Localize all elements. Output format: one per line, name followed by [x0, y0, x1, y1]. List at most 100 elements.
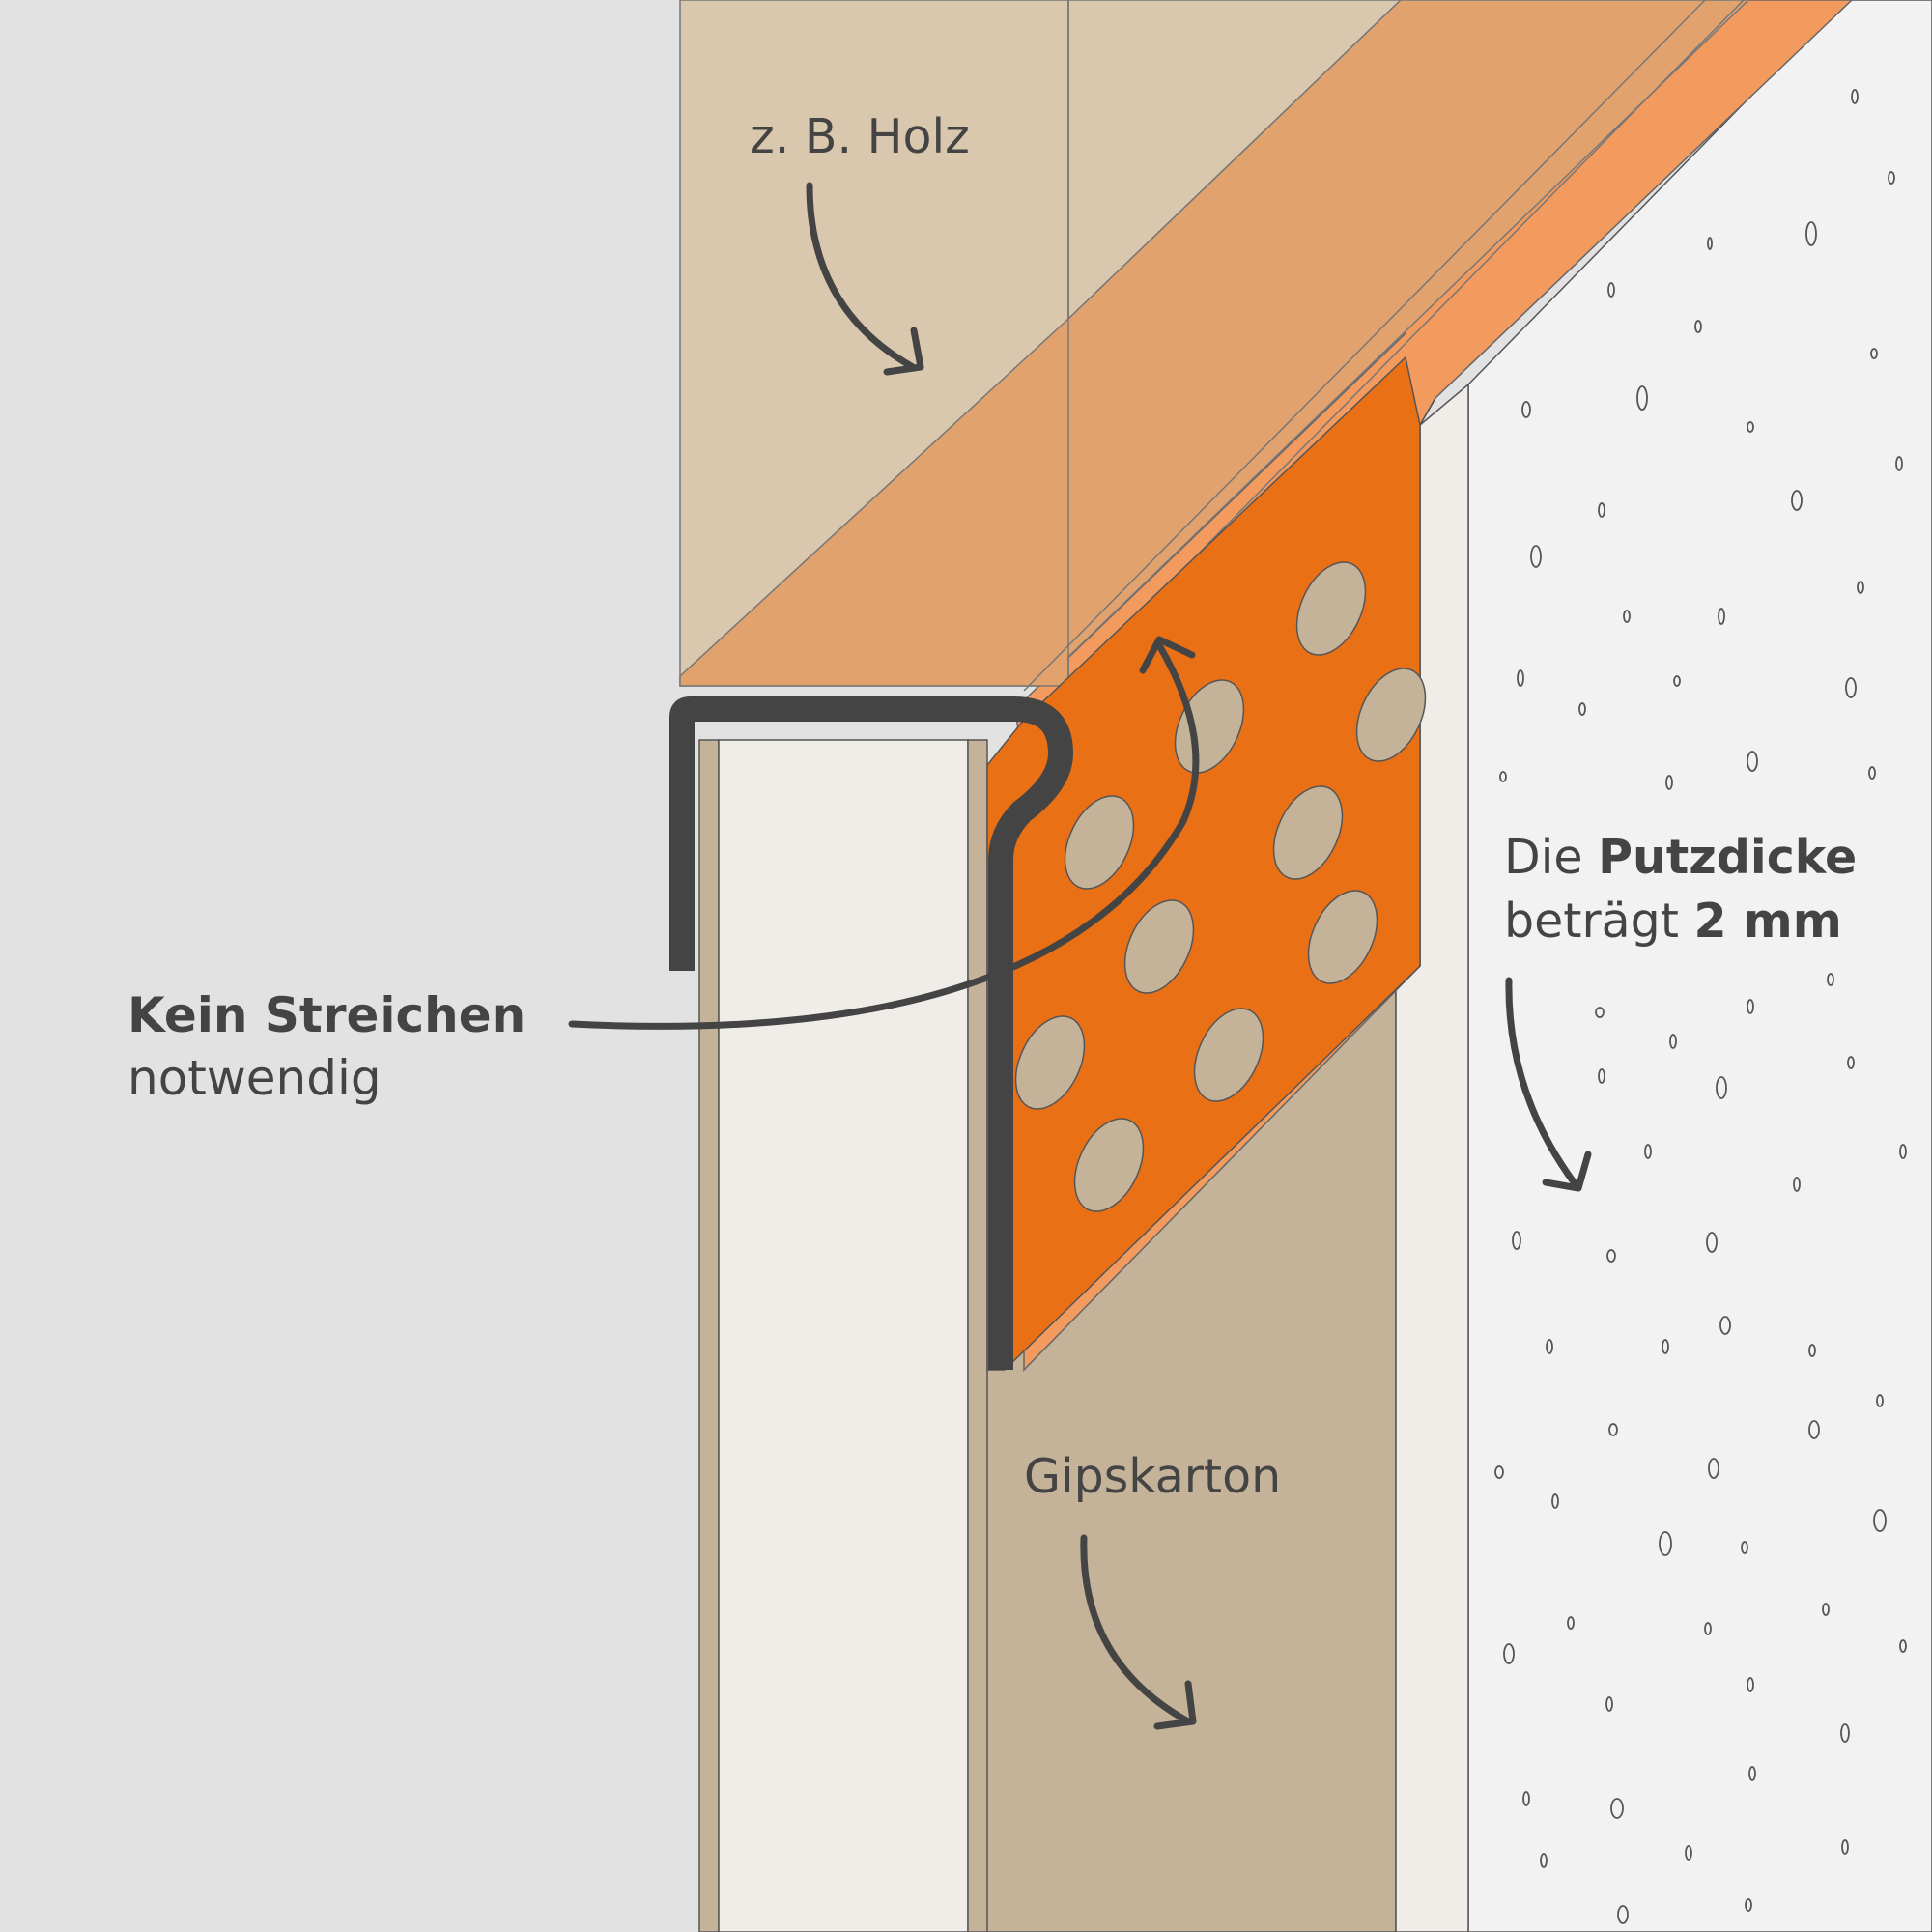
plaster-grain	[1899, 1144, 1907, 1159]
plaster-grain	[1873, 1509, 1887, 1532]
plaster-grain	[1521, 401, 1531, 418]
mesh-hole	[1272, 785, 1344, 880]
mesh-hole	[1014, 1015, 1086, 1110]
plaster-grain	[1741, 1541, 1748, 1554]
plaster-grain	[1567, 1616, 1575, 1630]
plaster-grain	[1719, 1316, 1731, 1335]
plaster-grain	[1747, 999, 1754, 1014]
mesh-hole	[1123, 899, 1195, 994]
plaster-grain	[1644, 1144, 1652, 1159]
plaster-grain	[1610, 1798, 1624, 1819]
board-back-layer	[698, 739, 720, 1932]
plaster-grain	[1608, 1423, 1618, 1436]
plaster-grain	[1706, 1232, 1718, 1253]
plaster-line-2-pre: beträgt	[1504, 894, 1694, 949]
plaster-grain	[1665, 775, 1673, 790]
plaster-grain	[1540, 1853, 1548, 1868]
mesh-hole	[1064, 795, 1135, 890]
plaster-grain	[1623, 610, 1631, 623]
plaster-grain	[1598, 502, 1605, 518]
curved-arrow-down-right-icon	[1080, 1534, 1197, 1730]
plaster-grain	[1748, 1766, 1756, 1781]
plaster-grain	[1840, 1723, 1850, 1743]
plaster-grain	[1857, 581, 1864, 594]
curved-arrow-down-icon	[1505, 977, 1592, 1192]
profile-crease-1	[1023, 0, 1706, 692]
plaster-grain	[1718, 608, 1725, 625]
plaster-grain	[1595, 1007, 1605, 1018]
mesh-hole	[1073, 1118, 1145, 1212]
plaster-grain	[1808, 1420, 1820, 1439]
plaster-grain	[1494, 1465, 1504, 1479]
plaster-grain	[1636, 385, 1648, 411]
curved-arrow-down-right-icon	[806, 182, 924, 376]
no-paint-label-bold: Kein Streichen	[128, 987, 526, 1043]
wood-label: z. B. Holz	[750, 109, 970, 164]
gypsum-label: Gipskarton	[1024, 1449, 1281, 1504]
plaster-grain	[1694, 320, 1702, 333]
plaster-grain	[1607, 282, 1615, 298]
no-paint-label-rest: notwendig	[128, 1050, 382, 1106]
plaster-grain	[1598, 1068, 1605, 1084]
plaster-grain	[1606, 1249, 1616, 1263]
plaster-grain	[1845, 677, 1857, 698]
plaster-grain	[1716, 1076, 1727, 1099]
plaster-grain	[1662, 1339, 1669, 1354]
curved-arrow-up-icon	[568, 636, 1200, 1030]
plaster-grain	[1747, 1677, 1754, 1692]
plaster-grain	[1791, 490, 1803, 511]
plaster-grain	[1808, 1344, 1816, 1357]
plaster-grain	[1522, 1791, 1530, 1806]
plaster-grain	[1841, 1839, 1849, 1855]
plaster-line-2-bold: 2 mm	[1694, 894, 1842, 949]
plaster-grain	[1685, 1845, 1692, 1861]
plaster-grain	[1578, 702, 1586, 716]
mesh-hole	[1355, 668, 1427, 762]
board-front-layer	[967, 739, 988, 1932]
plaster-grain	[1512, 1231, 1521, 1250]
mesh-hole	[1307, 890, 1378, 984]
plaster-grain	[1847, 1056, 1855, 1069]
plaster-wall	[1467, 0, 1932, 1932]
plaster-grain	[1805, 221, 1817, 246]
plaster-grain	[1827, 973, 1834, 986]
plaster-grain	[1870, 348, 1878, 359]
plaster-grain	[1673, 675, 1681, 687]
profile-edge	[669, 696, 1073, 1370]
plaster-grain	[1747, 421, 1754, 433]
mesh-hole	[1193, 1008, 1264, 1102]
plaster-grain	[1888, 171, 1895, 185]
plaster-grain	[1499, 771, 1507, 782]
plaster-grain	[1605, 1696, 1613, 1712]
plaster-grain	[1747, 751, 1758, 772]
plaster-grain	[1707, 237, 1713, 250]
plaster-grain	[1868, 766, 1876, 780]
plaster-thickness-line-2: beträgt 2 mm	[1504, 894, 1842, 949]
plaster-texture	[1494, 89, 1907, 1924]
mesh-holes	[1014, 561, 1427, 1212]
plaster-grain	[1617, 1905, 1629, 1924]
plaster-grain	[1530, 545, 1542, 568]
plaster-grain	[1546, 1339, 1553, 1354]
plaster-line-1-bold: Putzdicke	[1598, 830, 1857, 885]
plaster-thickness-line-1: Die Putzdicke	[1504, 830, 1857, 885]
plaster-grain	[1745, 1898, 1752, 1912]
plaster-grain	[1551, 1493, 1559, 1509]
plaster-grain	[1822, 1603, 1830, 1616]
board-core	[718, 739, 969, 1932]
plaster-grain	[1899, 1639, 1907, 1653]
plaster-grain	[1851, 89, 1859, 104]
plaster-grain	[1895, 456, 1903, 471]
plaster-grain	[1708, 1458, 1719, 1479]
plaster-grain	[1704, 1622, 1712, 1635]
plaster-grain	[1659, 1531, 1672, 1556]
plaster-grain	[1669, 1034, 1677, 1049]
mesh-hole	[1295, 561, 1367, 656]
plaster-grain	[1517, 669, 1524, 687]
plaster-grain	[1876, 1394, 1884, 1407]
plaster-grain	[1503, 1643, 1515, 1664]
plaster-line-1-pre: Die	[1504, 830, 1598, 885]
plaster-grain	[1793, 1177, 1801, 1192]
